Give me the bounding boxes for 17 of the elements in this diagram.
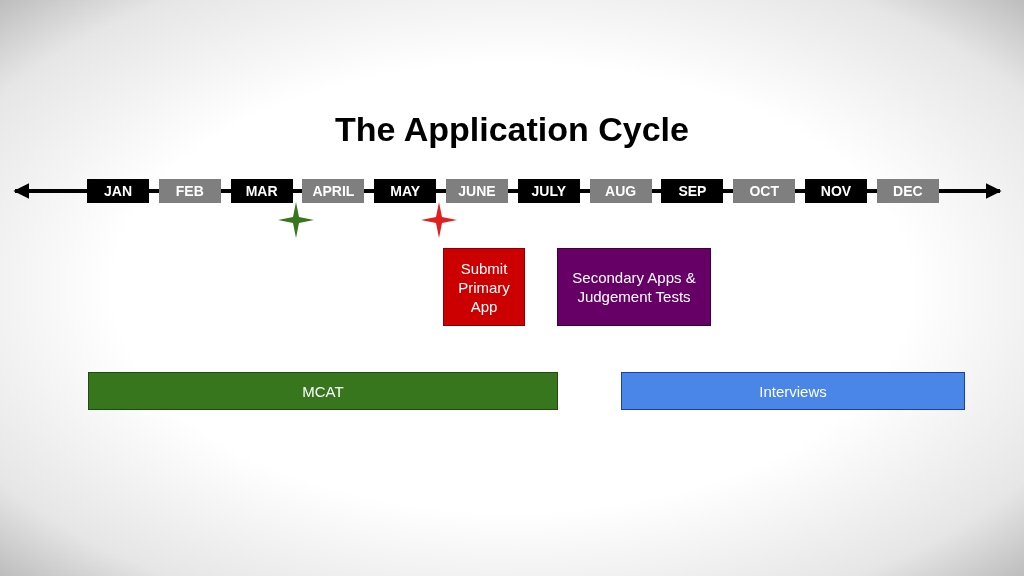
month-tab: JUNE (446, 179, 508, 203)
month-tab: JAN (87, 179, 149, 203)
month-tab: OCT (733, 179, 796, 203)
month-tab: AUG (589, 179, 652, 203)
title: The Application Cycle (334, 110, 690, 149)
month-tab: FEB (158, 179, 221, 203)
month-tab: SEP (661, 179, 724, 203)
event-bar: Interviews (621, 372, 965, 410)
event-box: Submit Primary App (443, 248, 525, 326)
month-tab: DEC (876, 179, 939, 203)
event-box: Secondary Apps & Judgement Tests (557, 248, 711, 326)
month-tab: APRIL (302, 179, 365, 203)
month-tab: NOV (805, 179, 867, 203)
month-tab: MAR (230, 179, 293, 203)
month-tab: JULY (517, 179, 580, 203)
event-bar: MCAT (88, 372, 558, 410)
month-tab: MAY (374, 179, 437, 203)
